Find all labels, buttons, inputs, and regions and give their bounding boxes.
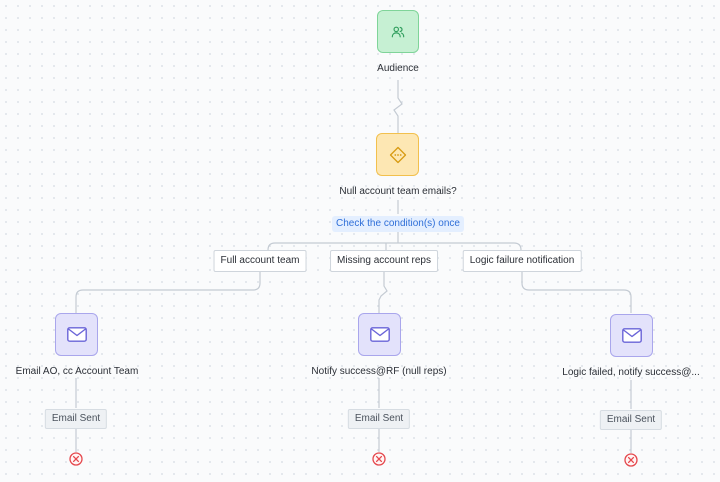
branch-label-missing-account-reps[interactable]: Missing account reps [330, 250, 438, 272]
check-condition-badge: Check the condition(s) once [332, 216, 464, 232]
branch-label-logic-failure-notification[interactable]: Logic failure notification [462, 250, 582, 272]
decision-diamond-icon [389, 146, 406, 163]
audience-label: Audience [377, 63, 419, 74]
status-badge-3: Email Sent [599, 410, 663, 430]
condition-node[interactable] [376, 133, 419, 176]
email-node-1-label: Email AO, cc Account Team [15, 366, 139, 377]
connector-branch-1-email [75, 270, 261, 313]
status-badge-1: Email Sent [44, 409, 108, 429]
connector-audience-condition [393, 80, 403, 133]
close-circle-icon[interactable] [69, 452, 83, 466]
email-node-3-label: Logic failed, notify success@... [562, 367, 700, 378]
connector-split-bar [267, 242, 522, 251]
email-node-3[interactable] [610, 314, 653, 357]
close-circle-icon[interactable] [624, 453, 638, 467]
email-node-2[interactable] [358, 313, 401, 356]
condition-label: Null account team emails? [339, 186, 457, 197]
envelope-icon [66, 327, 87, 342]
email-node-2-label: Notify success@RF (null reps) [311, 366, 447, 377]
branch-label-full-account-team[interactable]: Full account team [213, 250, 307, 272]
connector-branch-2-email [378, 270, 388, 313]
audience-node[interactable] [377, 10, 419, 53]
status-badge-2: Email Sent [347, 409, 411, 429]
envelope-icon [621, 328, 642, 343]
envelope-icon [369, 327, 390, 342]
users-icon [391, 26, 405, 37]
close-circle-icon[interactable] [372, 452, 386, 466]
connector-branch-3-email [521, 270, 632, 313]
email-node-1[interactable] [55, 313, 98, 356]
